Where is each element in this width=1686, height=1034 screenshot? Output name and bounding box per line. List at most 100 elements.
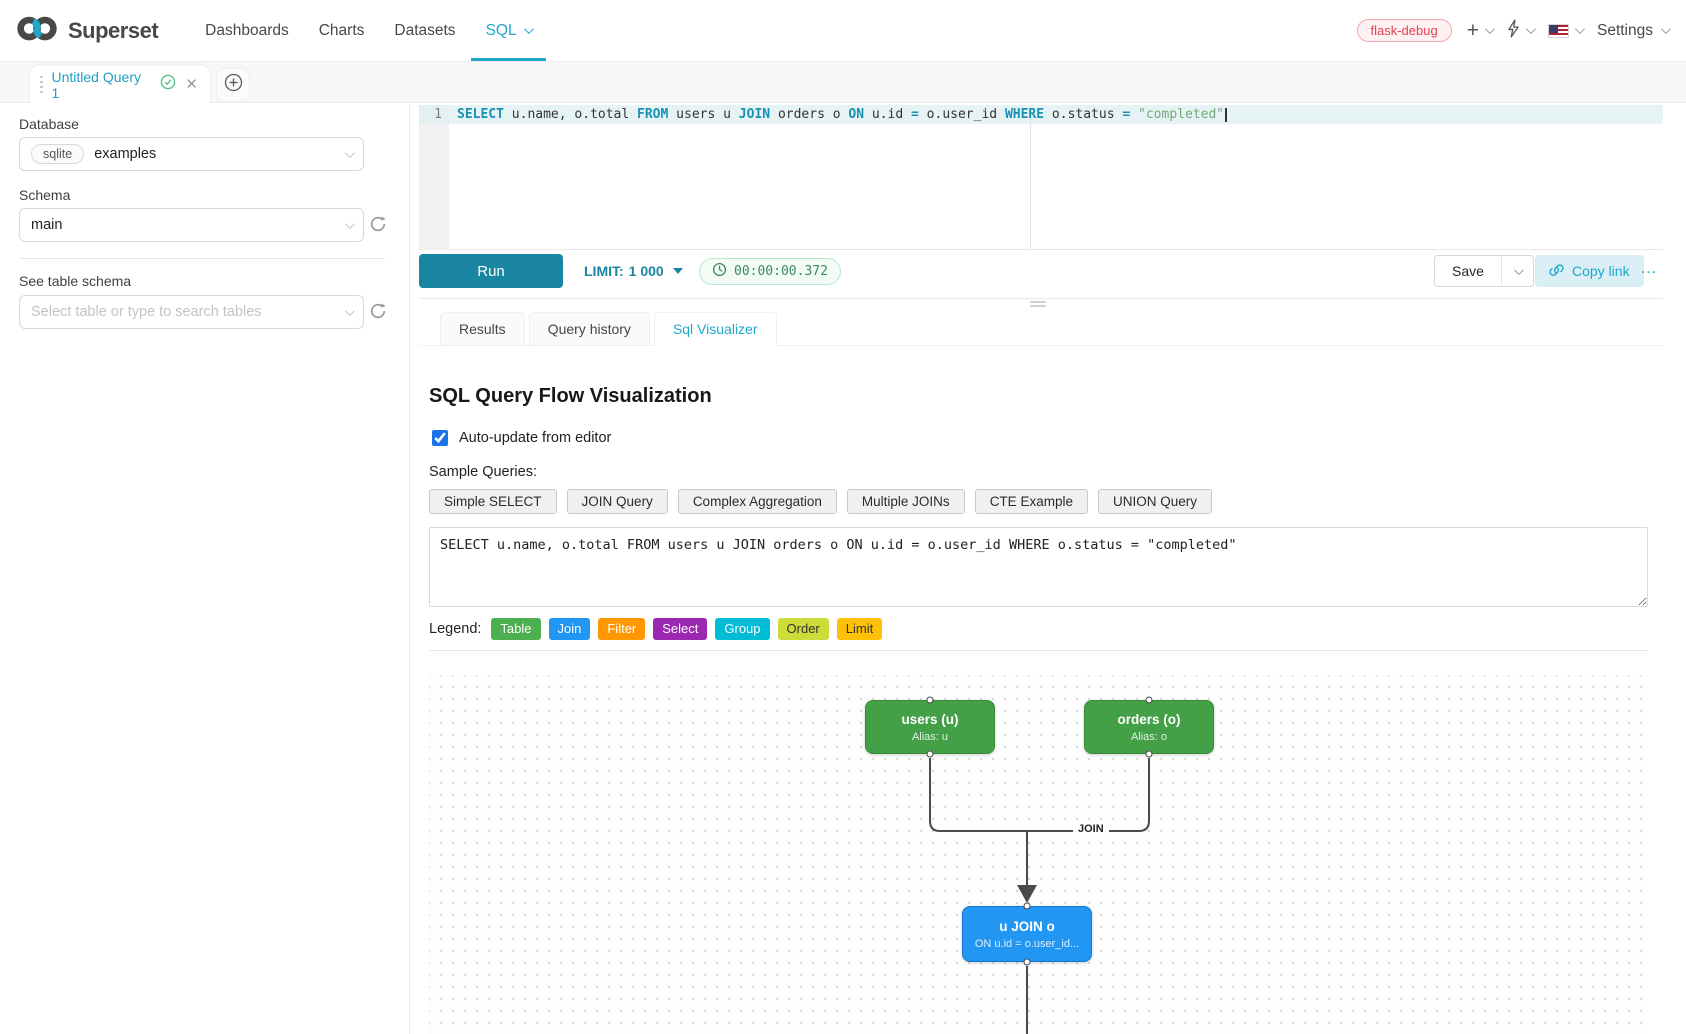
sidebar-divider [19, 258, 385, 259]
node-join[interactable]: u JOIN o ON u.id = o.user_id... [962, 906, 1092, 962]
query-tabstrip: Untitled Query 1 ✕ [0, 62, 1686, 103]
superset-logo[interactable]: Superset [16, 15, 159, 47]
query-tab-untitled-1[interactable]: Untitled Query 1 ✕ [30, 66, 210, 103]
navbar-right: flask-debug + Settings [1356, 18, 1671, 43]
refresh-tables-button[interactable] [369, 302, 389, 322]
save-button-group: Save [1434, 255, 1534, 287]
node-handle[interactable] [1023, 958, 1031, 966]
copy-link-button[interactable]: Copy link [1535, 255, 1644, 287]
limit-dropdown[interactable]: LIMIT: 1 000 [584, 254, 683, 288]
nav-item-sql[interactable]: SQL [470, 0, 546, 61]
legend-chip-table: Table [491, 618, 541, 640]
visualizer-title: SQL Query Flow Visualization [429, 385, 712, 407]
save-button[interactable]: Save [1435, 256, 1501, 286]
sample-button-union-query[interactable]: UNION Query [1097, 489, 1212, 514]
database-select[interactable]: sqlite examples [19, 137, 364, 171]
main-nav: Dashboards Charts Datasets SQL [190, 0, 546, 61]
sql-editor[interactable]: 1 SELECT u.name, o.total FROM users u JO… [419, 105, 1663, 250]
lightning-icon [1507, 18, 1520, 43]
timer-value: 00:00:00.372 [734, 264, 828, 279]
auto-update-label: Auto-update from editor [459, 430, 612, 446]
limit-value: 1 000 [628, 263, 664, 279]
check-circle-icon [160, 74, 176, 95]
top-navbar: Superset Dashboards Charts Datasets SQL … [0, 0, 1686, 62]
active-nav-underline [470, 58, 546, 61]
run-query-button[interactable]: Run [419, 254, 563, 288]
new-item-menu[interactable]: + [1466, 19, 1495, 42]
more-actions-button[interactable]: … [1640, 258, 1658, 277]
node-handle[interactable] [1145, 750, 1153, 758]
text-cursor [1225, 107, 1228, 122]
chevron-down-icon [1484, 24, 1495, 35]
save-options-button[interactable] [1500, 256, 1533, 286]
sample-button-complex-aggregation[interactable]: Complex Aggregation [677, 489, 837, 514]
refresh-schemas-button[interactable] [369, 215, 389, 235]
south-pane-resizer[interactable] [419, 298, 1663, 299]
sample-queries-label: Sample Queries: [429, 464, 537, 480]
legend-chip-order: Order [777, 618, 829, 640]
node-handle[interactable] [1145, 696, 1153, 704]
close-icon[interactable]: ✕ [185, 76, 198, 93]
sample-query-buttons: Simple SELECT JOIN Query Complex Aggrega… [429, 489, 1212, 514]
legend-label: Legend: [429, 620, 482, 637]
editor-active-line [449, 105, 1663, 124]
plus-circle-icon [224, 73, 243, 97]
table-select-placeholder: Select table or type to search tables [31, 304, 262, 320]
chevron-down-icon [523, 24, 534, 35]
chevron-down-icon [344, 305, 355, 316]
auto-update-row: Auto-update from editor [432, 430, 611, 446]
legend-chip-join: Join [548, 618, 591, 640]
tab-query-history[interactable]: Query history [528, 312, 650, 345]
sample-button-join-query[interactable]: JOIN Query [566, 489, 668, 514]
sql-lab-sidebar: Database sqlite examples Schema main See… [0, 103, 409, 1034]
superset-logo-icon [16, 15, 58, 47]
visualizer-query-input[interactable]: SELECT u.name, o.total FROM users u JOIN… [429, 527, 1648, 607]
tab-sql-visualizer[interactable]: Sql Visualizer [653, 312, 777, 346]
chevron-down-icon [1574, 24, 1585, 35]
node-handle[interactable] [926, 696, 934, 704]
legend-chip-filter: Filter [598, 618, 646, 640]
nav-item-charts[interactable]: Charts [318, 21, 365, 39]
node-handle[interactable] [926, 750, 934, 758]
sample-button-cte-example[interactable]: CTE Example [974, 489, 1088, 514]
nav-item-datasets[interactable]: Datasets [394, 21, 456, 39]
node-users-table[interactable]: users (u) Alias: u [865, 700, 995, 754]
link-icon [1549, 262, 1564, 280]
query-search-menu[interactable] [1507, 18, 1536, 43]
legend-chip-select: Select [653, 618, 708, 640]
chevron-down-icon [1525, 24, 1536, 35]
chevron-down-icon [344, 147, 355, 158]
auto-update-checkbox[interactable] [432, 430, 448, 446]
flow-diagram-canvas[interactable]: users (u) Alias: u orders (o) Alias: o u… [429, 675, 1648, 1034]
south-pane-resizer-grip[interactable] [1030, 301, 1046, 307]
editor-gutter: 1 [419, 105, 449, 250]
line-number: 1 [419, 105, 449, 124]
join-edge-label: JOIN [1073, 822, 1109, 836]
brand-name: Superset [68, 17, 159, 43]
schema-select[interactable]: main [19, 208, 364, 242]
editor-code-line[interactable]: SELECT u.name, o.total FROM users u JOIN… [457, 105, 1228, 124]
sample-button-multiple-joins[interactable]: Multiple JOINs [846, 489, 965, 514]
database-engine-badge: sqlite [31, 144, 85, 164]
table-schema-label: See table schema [19, 273, 132, 289]
new-query-tab-button[interactable] [216, 68, 250, 102]
caret-down-icon [672, 268, 683, 274]
sidebar-resizer[interactable] [409, 103, 410, 1034]
tab-results[interactable]: Results [440, 312, 525, 345]
us-flag-icon [1547, 23, 1569, 38]
node-orders-table[interactable]: orders (o) Alias: o [1084, 700, 1214, 754]
environment-badge: flask-debug [1356, 19, 1452, 42]
drag-handle-icon[interactable] [40, 75, 43, 94]
sample-button-simple-select[interactable]: Simple SELECT [429, 489, 557, 514]
settings-menu[interactable]: Settings [1597, 22, 1671, 40]
node-handle[interactable] [1023, 902, 1031, 910]
editor-print-margin [1030, 105, 1031, 250]
nav-item-dashboards[interactable]: Dashboards [205, 21, 289, 39]
database-label: Database [19, 116, 79, 132]
table-select[interactable]: Select table or type to search tables [19, 295, 364, 329]
database-select-value: examples [94, 146, 157, 162]
language-picker[interactable] [1547, 23, 1585, 38]
legend-chip-group: Group [715, 618, 770, 640]
plus-icon: + [1466, 19, 1479, 42]
